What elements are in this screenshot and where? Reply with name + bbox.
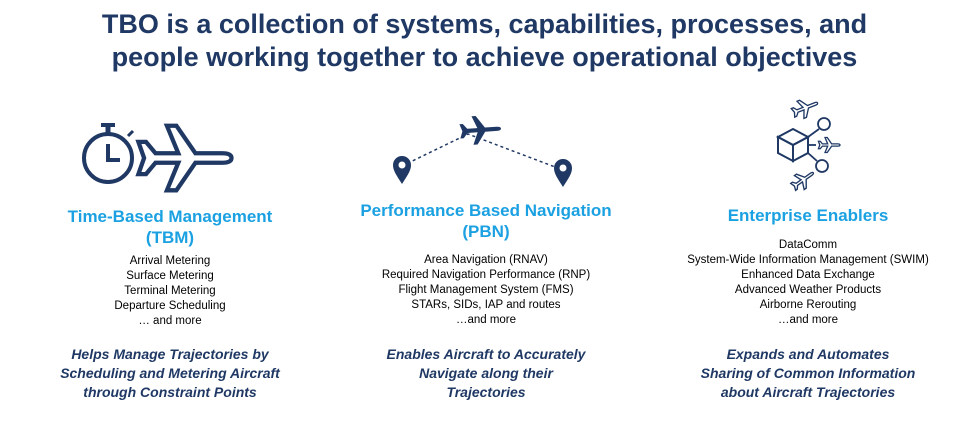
list-item: Area Navigation (RNAV) [424,254,548,266]
pbn-heading: Performance Based Navigation (PBN) [360,201,612,241]
list-item: DataComm [778,239,838,251]
list-item: Required Navigation Performance (RNP) [381,269,591,281]
list-item: Arrival Metering [129,255,211,267]
page-title: TBO is a collection of systems, capabili… [0,8,969,74]
enterprise-capability-list: DataComm System-Wide Information Managem… [658,238,958,328]
tbm-column: Time-Based Management (TBM) Arrival Mete… [20,206,320,329]
route-airplane-icon [393,114,572,187]
pbn-tagline: Enables Aircraft to Accurately Navigate … [386,346,586,400]
list-item: Advanced Weather Products [734,284,882,296]
enterprise-tagline: Expands and Automates Sharing of Common … [700,346,916,400]
enterprise-heading: Enterprise Enablers [727,206,889,225]
list-item: …and more [455,314,517,326]
list-item: System-Wide Information Management (SWIM… [687,254,929,266]
tbm-capability-list: Arrival Metering Surface Metering Termin… [20,254,320,329]
tbm-heading: Time-Based Management (TBM) [67,207,273,247]
title-line-2: people working together to achieve opera… [111,42,858,72]
list-item: Enhanced Data Exchange [741,269,875,281]
list-item: … and more [138,315,202,327]
enterprise-column: Enterprise Enablers DataComm System-Wide… [658,205,958,328]
list-item: Flight Management System (FMS) [398,284,574,296]
list-item: Departure Scheduling [114,300,226,312]
list-item: Surface Metering [126,270,214,282]
tbm-tagline: Helps Manage Trajectories by Scheduling … [60,346,280,400]
clock-airplane-icon [82,123,238,200]
title-line-1: TBO is a collection of systems, capabili… [101,9,868,39]
list-item: …and more [777,314,839,326]
pbn-column: Performance Based Navigation (PBN) Area … [336,200,636,328]
list-item: STARs, SIDs, IAP and routes [411,299,561,311]
list-item: Terminal Metering [124,285,216,297]
pbn-capability-list: Area Navigation (RNAV) Required Navigati… [336,253,636,328]
list-item: Airborne Rerouting [759,299,857,311]
network-airplanes-icon [775,93,841,195]
